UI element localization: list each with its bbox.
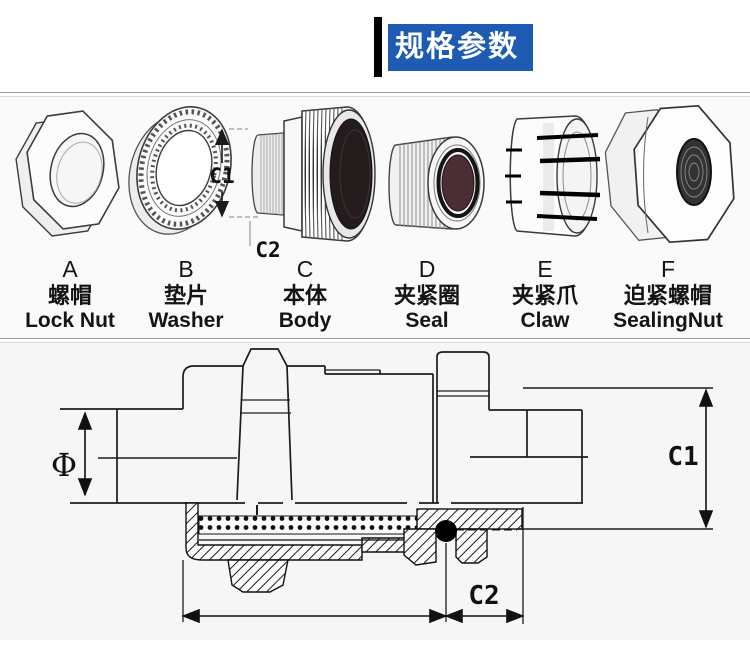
- part-name-en: SealingNut: [613, 309, 723, 332]
- gland-section-hatch: [185, 502, 523, 593]
- dim-label-c2: C2: [468, 581, 499, 611]
- exploded-view-section: C1 C2: [0, 97, 750, 338]
- part-label-sealing-nut: F 迫紧螺帽 SealingNut: [593, 256, 743, 333]
- part-letter: E: [537, 256, 553, 282]
- separator-line: [0, 92, 750, 93]
- exploded-view-drawing: C1 C2: [15, 104, 735, 262]
- part-letter: F: [660, 256, 676, 282]
- cross-section-section: Φ C1 C2: [0, 343, 750, 640]
- part-body: [251, 106, 376, 242]
- cross-section-drawing: Φ C1 C2: [51, 348, 714, 624]
- gland-top-outline: [60, 348, 588, 515]
- part-name-en: Washer: [148, 309, 224, 332]
- part-label-washer: B 垫片 Washer: [111, 256, 261, 333]
- part-name-zh: 垫片: [163, 283, 208, 308]
- o-ring-dot: [435, 520, 457, 542]
- part-name-en: Claw: [520, 309, 570, 332]
- part-sealing-nut: [604, 104, 735, 244]
- part-label-lock-nut: A 螺帽 Lock Nut: [0, 256, 145, 333]
- part-name-en: Lock Nut: [25, 309, 115, 332]
- part-name-zh: 迫紧螺帽: [623, 283, 712, 308]
- part-seal: [388, 136, 485, 230]
- dim-c1: C1: [517, 387, 714, 530]
- part-name-zh: 螺帽: [47, 283, 92, 308]
- part-letter: A: [62, 256, 78, 282]
- part-letter: B: [178, 256, 194, 282]
- part-letter: C: [296, 256, 314, 282]
- part-name-en: Body: [278, 309, 332, 332]
- dim-label-phi: Φ: [51, 446, 77, 484]
- dim-c1-exploded: C1 C2: [209, 128, 281, 262]
- page-title: 规格参数: [388, 24, 533, 71]
- dim-label-c1: C1: [209, 164, 234, 188]
- part-name-zh: 本体: [282, 283, 327, 308]
- part-name-zh: 夹紧爪: [511, 283, 578, 308]
- part-claw: [505, 115, 601, 237]
- part-lock-nut: [15, 110, 120, 237]
- dim-label-c1: C1: [667, 442, 698, 472]
- part-label-claw: E 夹紧爪 Claw: [470, 256, 620, 333]
- separator-line: [0, 96, 750, 97]
- part-label-body: C 本体 Body: [230, 256, 380, 333]
- dim-phi: Φ: [51, 411, 93, 497]
- part-washer: [128, 106, 232, 235]
- dim-c2: C2: [181, 507, 525, 624]
- separator-line: [0, 342, 750, 343]
- part-name-zh: 夹紧圈: [393, 283, 460, 308]
- part-letter: D: [418, 256, 436, 282]
- part-name-en: Seal: [405, 309, 449, 332]
- separator-line: [0, 338, 750, 339]
- part-label-seal: D 夹紧圈 Seal: [352, 256, 502, 333]
- header-accent-bar: [374, 17, 382, 77]
- dim-label-c2: C2: [255, 238, 280, 262]
